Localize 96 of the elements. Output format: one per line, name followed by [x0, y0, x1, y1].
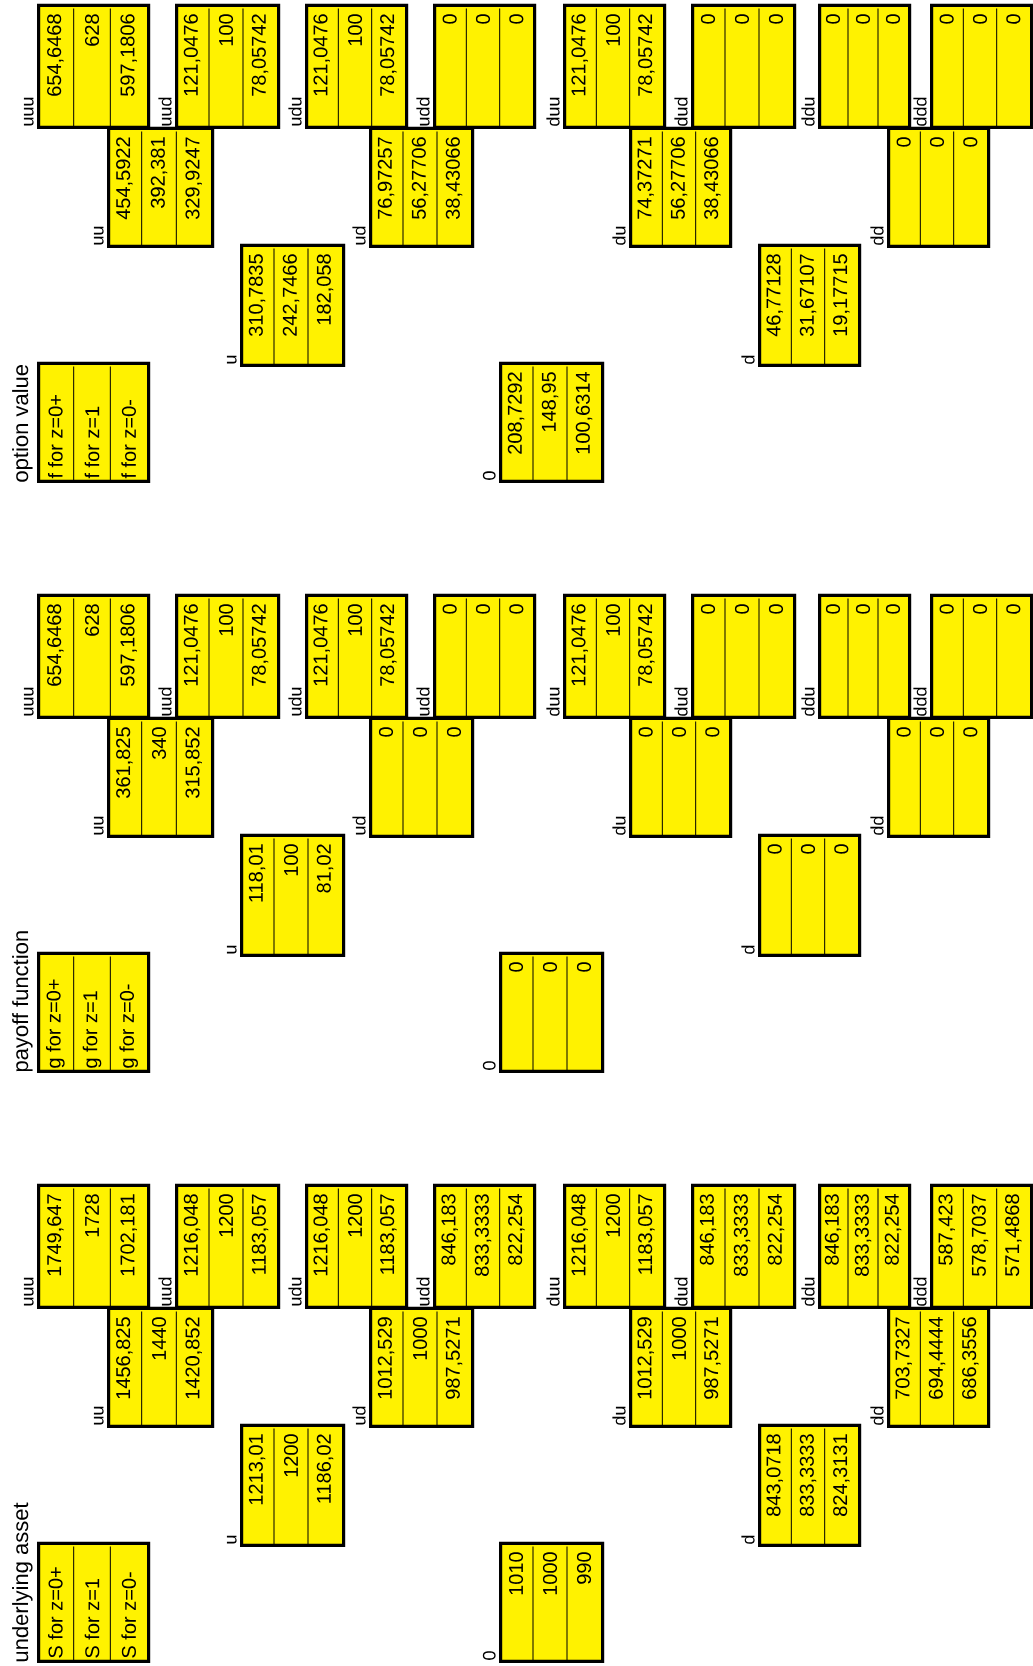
node-label: du: [612, 1406, 626, 1425]
node-label: duu: [546, 97, 560, 126]
value-box: 0 0 0: [818, 593, 912, 719]
node-label: uu: [93, 816, 104, 835]
value-box: 1010 1000 990: [499, 1541, 605, 1663]
node-label: duu: [546, 1277, 560, 1306]
value-box: 0 0 0: [369, 716, 475, 838]
value-box: 0 0 0: [887, 716, 991, 838]
value-box: 118,01 100 81,02: [240, 833, 346, 957]
node-label: d: [741, 355, 755, 364]
value-box: 846,183 833,3333 822,254: [691, 1183, 797, 1309]
node-label: dud: [674, 97, 688, 126]
node-label: ddd: [913, 1277, 927, 1306]
value-box: 587,423 578,7037 571,4868: [930, 1183, 1033, 1309]
value-box: 1012,529 1000 987,5271: [629, 1306, 733, 1428]
node-label: udu: [288, 1277, 302, 1306]
node-label: ddu: [801, 687, 815, 716]
node-label: d: [741, 945, 755, 954]
node-label: uu: [93, 1406, 104, 1425]
value-box: 0 0 0: [930, 593, 1033, 719]
value-box: 121,0476 100 78,05742: [305, 593, 409, 719]
value-box: 0 0 0: [629, 716, 733, 838]
node-label: ud: [352, 226, 366, 245]
value-box: 0 0 0: [930, 3, 1033, 129]
node-label: d: [741, 1535, 755, 1544]
panel-title: option value: [12, 364, 33, 482]
value-box: 1216,048 1200 1183,057: [563, 1183, 667, 1309]
node-label: uuu: [23, 687, 34, 716]
node-label: uud: [158, 1277, 172, 1306]
panel-title: underlying asset: [12, 1502, 33, 1662]
node-label: uud: [158, 97, 172, 126]
value-box: 0 0 0: [691, 3, 797, 129]
value-box: 454,5922 392,381 329,9247: [107, 126, 215, 248]
node-label: uuu: [23, 97, 34, 126]
node-label: ddu: [801, 1277, 815, 1306]
node-label: u: [226, 945, 237, 954]
node-label: uuu: [23, 1277, 34, 1306]
value-box: 654,6468 628 597,1806: [37, 593, 151, 719]
node-label: dud: [674, 1277, 688, 1306]
value-box: 0 0 0: [887, 126, 991, 248]
legend-box: S for z=0+ S for z=1 S for z=0-: [37, 1541, 151, 1663]
value-box: 208,7292 148,95 100,6314: [499, 361, 605, 483]
node-label: udd: [416, 97, 430, 126]
value-box: 1456,825 1440 1420,852: [107, 1306, 215, 1428]
node-label: 0: [482, 1651, 496, 1660]
value-box: 121,0476 100 78,05742: [175, 593, 281, 719]
value-box: 121,0476 100 78,05742: [563, 3, 667, 129]
node-label: uud: [158, 687, 172, 716]
node-label: udu: [288, 687, 302, 716]
node-label: ddu: [801, 97, 815, 126]
value-box: 703,7327 694,4444 686,3556: [887, 1306, 991, 1428]
value-box: 1213,01 1200 1186,02: [240, 1423, 346, 1547]
value-box: 0 0 0: [433, 3, 537, 129]
value-box: 1216,048 1200 1183,057: [175, 1183, 281, 1309]
node-label: ddd: [913, 687, 927, 716]
value-box: 76,97257 56,27706 38,43066: [369, 126, 475, 248]
node-label: ddd: [913, 97, 927, 126]
node-label: ud: [352, 1406, 366, 1425]
node-label: u: [226, 1535, 237, 1544]
value-box: 0 0 0: [499, 951, 605, 1073]
value-box: 361,825 340 315,852: [107, 716, 215, 838]
value-box: 654,6468 628 597,1806: [37, 3, 151, 129]
value-box: 121,0476 100 78,05742: [175, 3, 281, 129]
node-label: dd: [870, 816, 884, 835]
value-box: 846,183 833,3333 822,254: [433, 1183, 537, 1309]
node-label: du: [612, 226, 626, 245]
node-label: udd: [416, 1277, 430, 1306]
value-box: 1012,529 1000 987,5271: [369, 1306, 475, 1428]
node-label: dd: [870, 226, 884, 245]
value-box: 74,37271 56,27706 38,43066: [629, 126, 733, 248]
value-box: 0 0 0: [818, 3, 912, 129]
value-box: 1216,048 1200 1183,057: [305, 1183, 409, 1309]
node-label: udu: [288, 97, 302, 126]
node-label: dd: [870, 1406, 884, 1425]
value-box: 46,77128 31,67107 19,17715: [758, 243, 862, 367]
node-label: duu: [546, 687, 560, 716]
node-label: udd: [416, 687, 430, 716]
node-label: dud: [674, 687, 688, 716]
value-box: 0 0 0: [691, 593, 797, 719]
node-label: ud: [352, 816, 366, 835]
value-box: 1749,647 1728 1702,181: [37, 1183, 151, 1309]
node-label: uu: [93, 226, 104, 245]
legend-box: f for z=0+ f for z=1 f for z=0-: [37, 361, 151, 483]
value-box: 121,0476 100 78,05742: [305, 3, 409, 129]
node-label: du: [612, 816, 626, 835]
node-label: 0: [482, 1061, 496, 1070]
value-box: 843,0718 833,3333 824,3131: [758, 1423, 862, 1547]
value-box: 0 0 0: [433, 593, 537, 719]
node-label: 0: [482, 471, 496, 480]
value-box: 310,7835 242,7466 182,058: [240, 243, 346, 367]
panel-title: payoff function: [12, 931, 33, 1072]
value-box: 846,183 833,3333 822,254: [818, 1183, 912, 1309]
value-box: 0 0 0: [758, 833, 862, 957]
value-box: 121,0476 100 78,05742: [563, 593, 667, 719]
node-label: u: [226, 355, 237, 364]
legend-box: g for z=0+ g for z=1 g for z=0-: [37, 951, 151, 1073]
